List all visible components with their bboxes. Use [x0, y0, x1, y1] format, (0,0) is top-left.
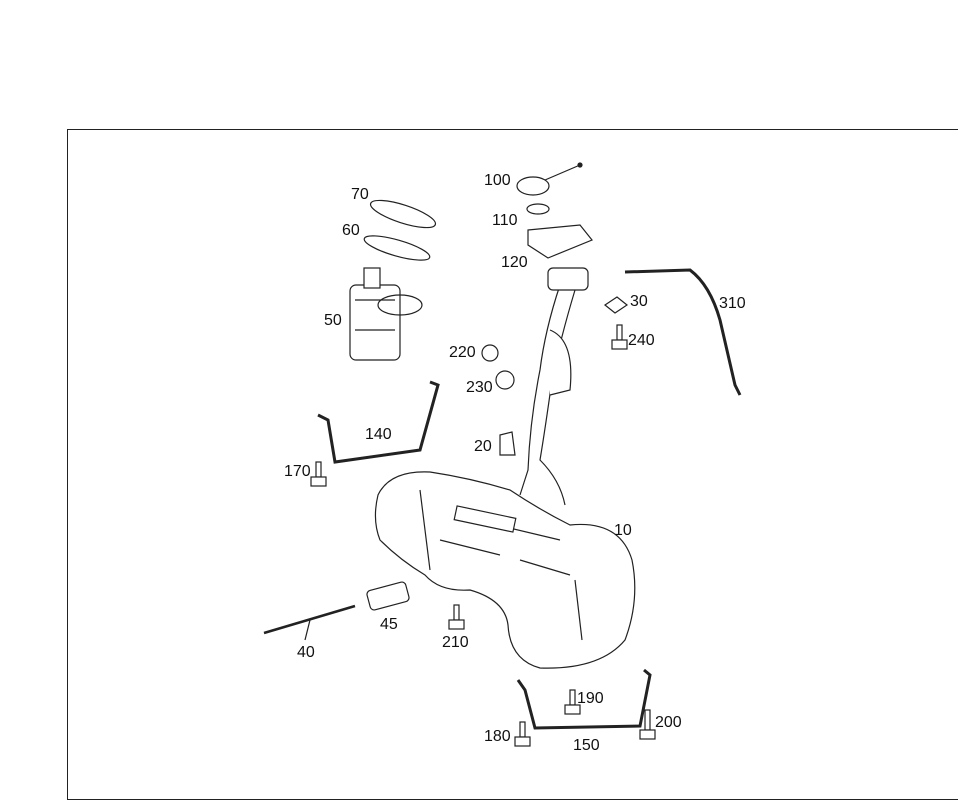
bolt-170 — [310, 461, 327, 487]
label-150: 150 — [573, 737, 600, 754]
filler-housing — [527, 224, 593, 259]
label-170: 170 — [284, 463, 311, 480]
label-20: 20 — [474, 438, 492, 455]
part-230 — [495, 370, 515, 390]
bolt-190 — [564, 689, 581, 715]
bolt-210 — [448, 604, 465, 630]
label-180: 180 — [484, 728, 511, 745]
label-200: 200 — [655, 714, 682, 731]
filler-neck — [519, 284, 576, 506]
fuel-cap — [516, 176, 550, 196]
label-10: 10 — [614, 522, 632, 539]
line-40 — [263, 604, 356, 635]
bolt-180 — [514, 721, 531, 747]
part-20 — [499, 431, 516, 456]
label-70: 70 — [351, 186, 369, 203]
label-100: 100 — [484, 172, 511, 189]
label-310: 310 — [719, 295, 746, 312]
part-220 — [481, 344, 499, 362]
label-40: 40 — [297, 644, 315, 661]
strap-140 — [317, 380, 440, 464]
label-110: 110 — [492, 212, 518, 229]
label-140: 140 — [365, 426, 392, 443]
seal-ring — [526, 203, 550, 215]
fuel-tank — [374, 471, 636, 669]
label-120: 120 — [501, 254, 528, 271]
label-30: 30 — [630, 293, 648, 310]
label-60: 60 — [342, 222, 360, 239]
label-210: 210 — [442, 634, 469, 651]
gasket-70 — [369, 199, 437, 229]
part-30 — [603, 296, 629, 314]
label-220: 220 — [449, 344, 476, 361]
vent-line — [624, 268, 742, 396]
bolt-200 — [639, 709, 656, 740]
gasket-60 — [363, 235, 431, 261]
label-230: 230 — [466, 379, 493, 396]
sensor-45 — [366, 581, 410, 611]
label-45: 45 — [380, 616, 398, 633]
label-50: 50 — [324, 312, 342, 329]
label-190: 190 — [577, 690, 604, 707]
fuel-pump-module — [349, 267, 423, 361]
diagram-frame — [67, 129, 958, 800]
bolt-240 — [611, 324, 628, 350]
label-240: 240 — [628, 332, 655, 349]
strap-150 — [516, 668, 652, 730]
